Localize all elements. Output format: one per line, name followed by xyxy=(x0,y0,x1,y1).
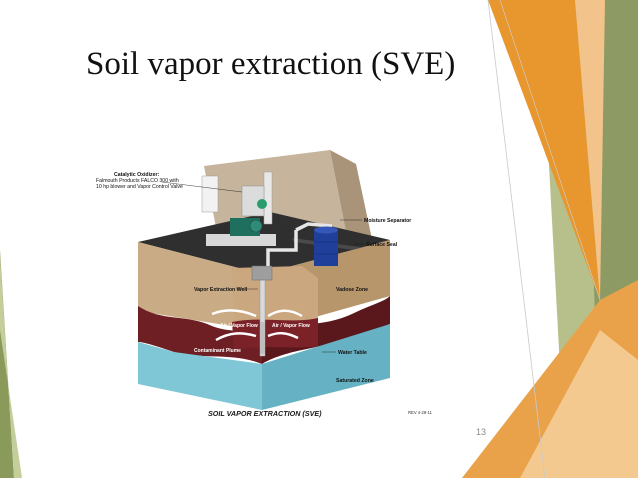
label-surface-seal: Surface Seal xyxy=(366,242,398,248)
thin-line-1 xyxy=(487,0,546,478)
slide-title: Soil vapor extraction (SVE) xyxy=(86,46,456,82)
drum-body xyxy=(314,230,338,266)
label-oxidizer-title: Catalytic Oxidizer: xyxy=(114,172,160,178)
label-air-flow-right: Air / Vapor Flow xyxy=(272,323,310,329)
right-orange-triangle xyxy=(488,0,600,300)
label-contaminant-plume: Contaminant Plume xyxy=(194,348,241,354)
label-water-table: Water Table xyxy=(338,350,367,356)
flow-arrow-right-1 xyxy=(267,309,303,318)
diagram-revision: REV 4-28-11 xyxy=(408,410,433,415)
label-saturated-zone: Saturated Zone xyxy=(336,378,374,384)
well-screen xyxy=(260,322,265,354)
saturated-front xyxy=(138,342,262,410)
side-wall xyxy=(330,150,376,258)
vapor-pipe-well xyxy=(266,230,298,266)
right-orange-light xyxy=(575,0,605,300)
label-air-flow-left: Air / Vapor Flow xyxy=(220,323,258,329)
leader-oxidizer xyxy=(161,181,243,193)
flow-arrow-left-1 xyxy=(211,309,257,318)
saturated-side xyxy=(262,324,390,410)
vapor-control-valve xyxy=(257,199,267,209)
label-oxidizer-line2: 10 hp blower and Vapor Control Valve xyxy=(96,184,183,190)
thin-line-2 xyxy=(499,0,601,301)
label-oxidizer-line1: Falmouth Products FALCO 300 with xyxy=(96,178,179,184)
label-vapor-extraction-well: Vapor Extraction Well xyxy=(194,287,248,293)
front-vadose xyxy=(138,242,262,331)
bottom-orange-light xyxy=(520,330,638,478)
equipment-skid xyxy=(206,234,276,246)
vapor-pipe-main xyxy=(295,222,333,232)
blower-fan xyxy=(249,219,263,233)
plume-front xyxy=(138,306,262,364)
flow-arrow-left-2 xyxy=(215,332,257,342)
control-panel xyxy=(201,175,219,213)
drum-top xyxy=(314,226,338,234)
well-head-box xyxy=(251,265,273,281)
label-moisture-separator: Moisture Separator xyxy=(364,218,411,224)
oxidizer-stack xyxy=(263,171,273,225)
sve-diagram: Catalytic Oxidizer: Falmouth Products FA… xyxy=(96,150,433,418)
diagram-caption: SOIL VAPOR EXTRACTION (SVE) xyxy=(208,409,322,418)
cutaway-notch xyxy=(232,266,318,324)
flow-arrow-right-2 xyxy=(267,332,299,340)
label-vadose-zone: Vadose Zone xyxy=(336,287,368,293)
page-number: 13 xyxy=(475,427,486,437)
